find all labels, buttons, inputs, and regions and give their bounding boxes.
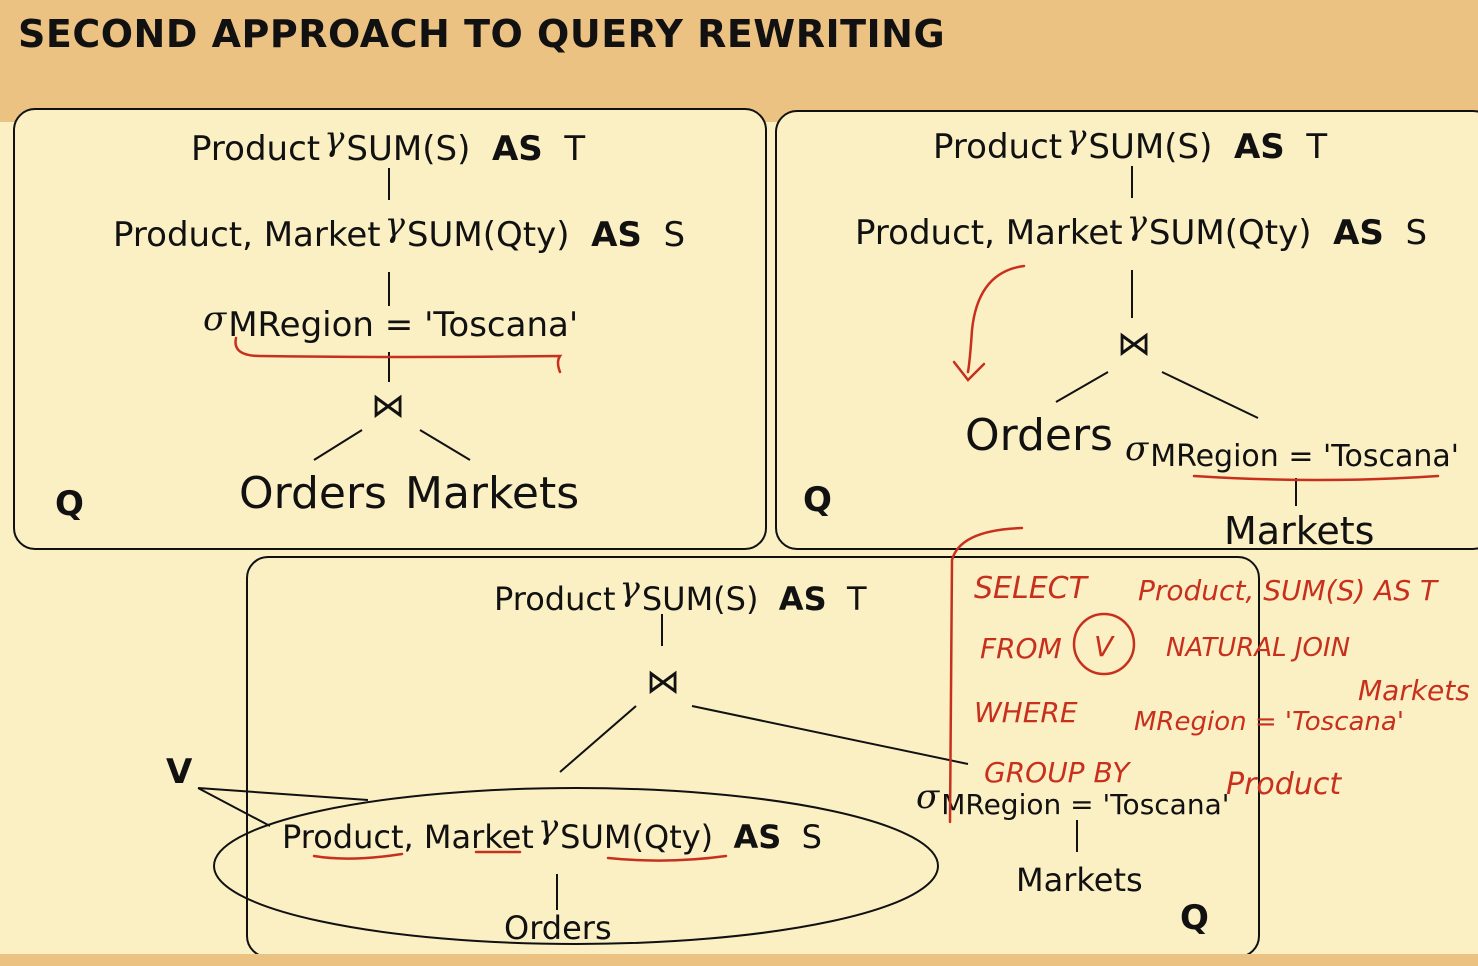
b-leaf-markets: Markets <box>1016 861 1143 899</box>
tr-query-label: Q <box>803 480 832 520</box>
slide-title: SECOND APPROACH TO QUERY REWRITING <box>18 12 946 56</box>
sigma-symbol: σ <box>203 299 227 339</box>
b-leaf-orders: Orders <box>504 909 612 947</box>
tl-query-label: Q <box>55 484 84 524</box>
tl-selection: σMRegion = 'Toscana' <box>203 299 579 345</box>
slide-footer-bar <box>0 954 1478 966</box>
gamma-symbol: γ <box>1066 117 1087 157</box>
sigma-symbol: σ <box>916 777 940 817</box>
b-query-label: Q <box>1180 898 1209 938</box>
slide-header <box>0 0 1478 122</box>
join-symbol: ⋈ <box>1117 324 1151 364</box>
b-selection: σMRegion = 'Toscana' <box>916 777 1230 821</box>
tl-leaf-orders: Orders <box>239 468 387 519</box>
sigma-symbol: σ <box>1125 429 1149 469</box>
join-symbol: ⋈ <box>371 386 405 426</box>
tr-leaf-markets: Markets <box>1224 509 1375 553</box>
join-symbol: ⋈ <box>646 662 680 702</box>
tr-leaf-orders: Orders <box>965 410 1113 461</box>
gamma-symbol: γ <box>619 569 640 609</box>
gamma-symbol: γ <box>324 119 345 159</box>
gamma-symbol: γ <box>384 205 405 245</box>
hw-markets: Markets <box>1358 674 1470 707</box>
gamma-symbol: γ <box>537 807 559 847</box>
tl-leaf-markets: Markets <box>405 468 580 519</box>
tr-selection: σMRegion = 'Toscana' <box>1125 429 1460 474</box>
gamma-symbol: γ <box>1126 203 1147 243</box>
view-label: V <box>166 752 193 792</box>
